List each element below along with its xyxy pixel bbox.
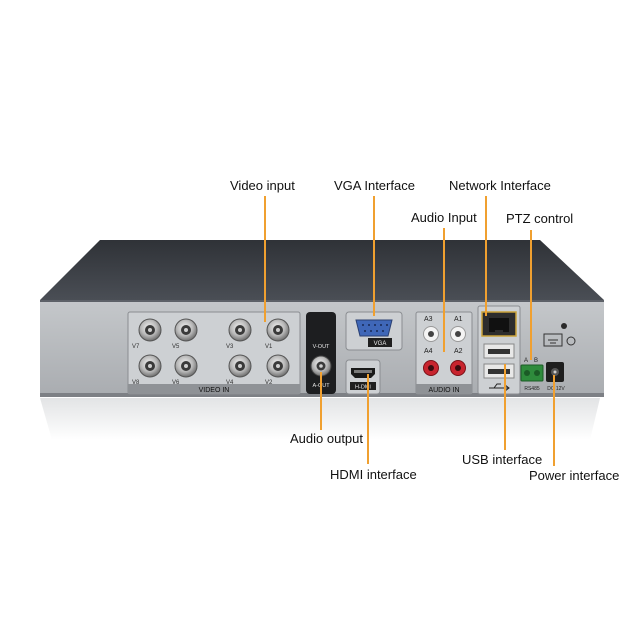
callout-hdmi-interface: HDMI interface [330,467,417,482]
label-vga: VGA [374,341,387,347]
callout-power-interface: Power interface [529,468,620,483]
ground-symbol [543,333,563,347]
leader-lines [264,196,555,466]
label-hdmi: H-DMI [355,385,371,391]
label-v3: V3 [226,344,234,350]
video-in-label-strip [128,384,300,394]
power-symbol [566,336,576,346]
label-v4: V4 [226,380,234,386]
rca-jacks [423,326,466,376]
audio-in-label-strip [416,384,472,394]
label-a2: A2 [454,348,463,355]
label-v7: V7 [132,344,140,350]
screw [561,323,567,329]
label-dc12v: DC 12V [547,386,565,392]
label-a1: A1 [454,316,463,323]
label-audio-in: AUDIO IN [428,387,459,394]
label-v5: V5 [172,344,180,350]
label-v-out: V-OUT [313,344,330,350]
label-b: B [534,358,538,364]
callout-audio-input: Audio Input [411,210,477,225]
label-video-in: VIDEO IN [199,387,230,394]
label-a4: A4 [424,348,433,355]
label-a: A [524,358,528,364]
label-v1: V1 [265,344,273,350]
label-v6: V6 [172,380,180,386]
callout-audio-output: Audio output [290,431,364,446]
ptz-terminal [520,364,544,382]
vga-port [355,319,393,337]
video-in-labels: V7 V5 V3 V1 V8 V6 V4 V2 [132,344,273,386]
callout-network-interface: Network Interface [449,178,551,193]
chassis-top [40,240,604,300]
vout-aout-inset [306,312,336,394]
callout-vga-interface: VGA Interface [334,178,415,193]
callout-ptz-control: PTZ control [506,211,574,226]
bnc-row-bottom [138,354,290,378]
callout-usb-interface: USB interface [462,452,543,467]
label-rs485: RS485 [524,386,540,392]
label-v2: V2 [265,380,273,386]
label-a3: A3 [424,316,433,323]
callout-video-input: Video input [230,178,295,193]
label-v8: V8 [132,380,140,386]
bnc-row-top [138,318,290,342]
